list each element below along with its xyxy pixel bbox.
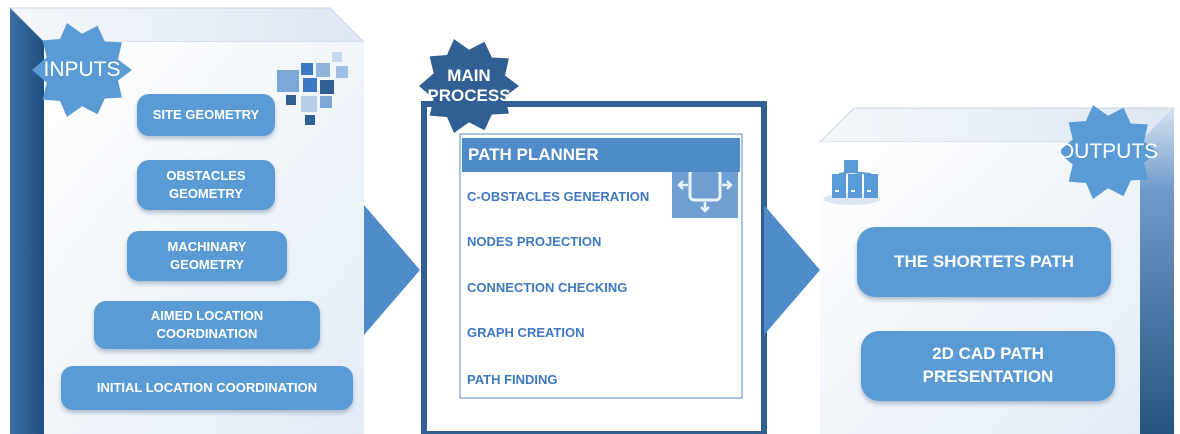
path-planner-title: PATH PLANNER [462, 138, 740, 172]
output-2d-cad-path: 2D CAD PATH PRESENTATION [861, 331, 1115, 401]
outputs-badge-label: OUTPUTS [1057, 139, 1159, 163]
main-star-badge [419, 39, 519, 133]
arrow-right-icon [364, 205, 420, 335]
arrow-right-icon [764, 205, 820, 335]
step-connection-checking: CONNECTION CHECKING [467, 280, 628, 295]
step-graph-creation: GRAPH CREATION [467, 325, 585, 340]
input-obstacles-geometry: OBSTACLES GEOMETRY [137, 160, 275, 210]
input-initial-location: INITIAL LOCATION COORDINATION [61, 366, 353, 410]
inputs-star-badge [32, 23, 132, 117]
step-path-finding: PATH FINDING [467, 372, 558, 387]
step-c-obstacles: C-OBSTACLES GENERATION [467, 189, 650, 204]
step-nodes-projection: NODES PROJECTION [467, 234, 602, 249]
servers-icon [824, 160, 880, 205]
tiles-icon [277, 52, 348, 125]
inputs-badge-label: INPUTS [43, 57, 121, 81]
input-aimed-location: AIMED LOCATION COORDINATION [94, 301, 320, 349]
outputs-star-badge [1058, 105, 1158, 199]
input-machinary-geometry: MACHINARY GEOMETRY [127, 231, 287, 281]
input-site-geometry: SITE GEOMETRY [137, 94, 275, 136]
main-badge-label: MAIN PROCESS [427, 66, 511, 105]
output-shortest-path: THE SHORTETS PATH [857, 227, 1111, 297]
